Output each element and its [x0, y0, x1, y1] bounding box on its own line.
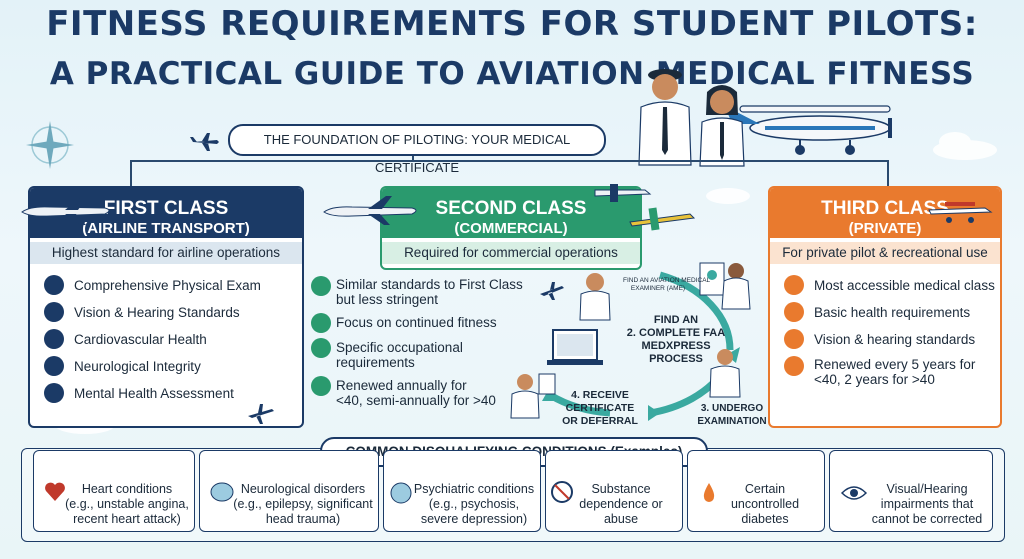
plane-check-icon: [311, 276, 331, 296]
first-class-item: Comprehensive Physical Exam: [74, 278, 261, 293]
brain-icon: [44, 356, 64, 376]
third-class-item: Basic health requirements: [814, 305, 971, 320]
condition-card: [545, 450, 683, 532]
first-class-item: Mental Health Assessment: [74, 386, 234, 401]
plane-icon: [784, 275, 804, 295]
first-class-subtitle: (AIRLINE TRANSPORT): [82, 220, 250, 237]
brain-icon: [210, 482, 234, 502]
heart-icon: [45, 482, 65, 501]
airliner-icon-second: [323, 196, 417, 225]
health-icon: [784, 302, 804, 322]
eye-icon: [841, 486, 867, 500]
condition-text: Certain uncontrolled diabetes: [730, 482, 800, 526]
examiner-icon: [709, 349, 741, 398]
plane-icon-flow: [540, 282, 564, 300]
first-class-item: Cardiovascular Health: [74, 332, 207, 347]
small-plane-icon: [190, 133, 219, 151]
foundation-banner: THE FOUNDATION OF PILOTING: YOUR MEDICAL…: [228, 124, 606, 175]
second-class-summary: Required for commercial operations: [382, 242, 640, 264]
second-class-subtitle: (COMMERCIAL): [454, 220, 568, 237]
pilot-figure-female: [699, 85, 745, 167]
process-step-4: 4. RECEIVE CERTIFICATE OR DEFERRAL: [562, 389, 638, 427]
third-class-item: Most accessible medical class: [814, 278, 995, 293]
pilot-receiving-icon: [510, 373, 556, 419]
first-class-item: Vision & Hearing Standards: [74, 305, 240, 320]
compass-icon: [26, 121, 74, 169]
connector-stem: [412, 151, 414, 161]
third-class-item: Vision & hearing standards: [814, 332, 976, 347]
cessna-plane-icon: [725, 105, 892, 155]
renew-icon: [311, 376, 331, 396]
small-planes-icon: [594, 184, 696, 231]
exam-icon: [44, 275, 64, 295]
psychiatric-icon: [390, 482, 412, 504]
small-plane-third: [928, 202, 993, 223]
first-class-summary: Highest standard for airline operations: [30, 242, 302, 264]
second-class-item: Renewed annually for <40, semi-annually …: [336, 378, 496, 408]
first-class-title: FIRST CLASS: [103, 198, 229, 219]
process-flow-diagram: [510, 262, 751, 421]
small-plane-icon: [248, 404, 274, 424]
occupational-icon: [311, 338, 331, 358]
third-class-item: Renewed every 5 years for <40, 2 years f…: [814, 357, 976, 387]
doctor-figure-icon: [579, 273, 611, 321]
condition-text: Heart conditions (e.g., unstable angina,…: [65, 482, 189, 526]
second-class-item: Specific occupational requirements: [336, 340, 463, 370]
laptop-icon: [547, 329, 603, 365]
connector-line: [130, 160, 889, 188]
condition-text: Substance dependence or abuse: [579, 482, 663, 526]
eye-icon: [44, 302, 64, 322]
third-class-summary: For private pilot & recreational use: [770, 242, 1000, 264]
fitness-icon: [311, 313, 331, 333]
pilot-figure-male: [638, 69, 692, 166]
third-class-title: THIRD CLASS: [821, 198, 949, 219]
renew-icon: [784, 356, 804, 376]
mental-health-icon: [44, 383, 64, 403]
doctor-certificate-icon: [699, 262, 751, 310]
second-class-item: Focus on continued fitness: [336, 315, 497, 330]
first-class-card: FIRST CLASS (AIRLINE TRANSPORT) Highest …: [28, 186, 304, 428]
airliner-icon-first: [21, 198, 110, 225]
process-step-1: FIND AN AVIATION MEDICAL EXAMINER (AME): [623, 277, 711, 292]
second-class-title: SECOND CLASS: [435, 198, 587, 219]
first-class-item: Neurological Integrity: [74, 359, 201, 374]
substance-icon: [551, 481, 573, 503]
third-class-subtitle: (PRIVATE): [848, 220, 922, 237]
page-title-line-2: A PRACTICAL GUIDE TO AVIATION MEDICAL FI…: [49, 56, 975, 92]
condition-text: Neurological disorders (e.g., epilepsy, …: [233, 482, 373, 526]
heart-icon: [44, 329, 64, 349]
vision-icon: [784, 329, 804, 349]
diabetes-icon: [703, 483, 715, 502]
process-step-3: 3. UNDERGO EXAMINATION: [697, 403, 767, 427]
first-class-header: FIRST CLASS (AIRLINE TRANSPORT): [30, 188, 302, 238]
condition-text: Psychiatric conditions (e.g., psychosis,…: [413, 482, 535, 526]
page-title-line-1: FITNESS REQUIREMENTS FOR STUDENT PILOTS:: [46, 4, 978, 44]
third-class-card: THIRD CLASS (PRIVATE) For private pilot …: [768, 186, 1002, 428]
second-class-item: Similar standards to First Class but les…: [336, 277, 523, 307]
condition-text: Visual/Hearing impairments that cannot b…: [871, 482, 983, 526]
process-step-2: FIND AN 2. COMPLETE FAA MEDXPRESS PROCES…: [626, 314, 726, 365]
